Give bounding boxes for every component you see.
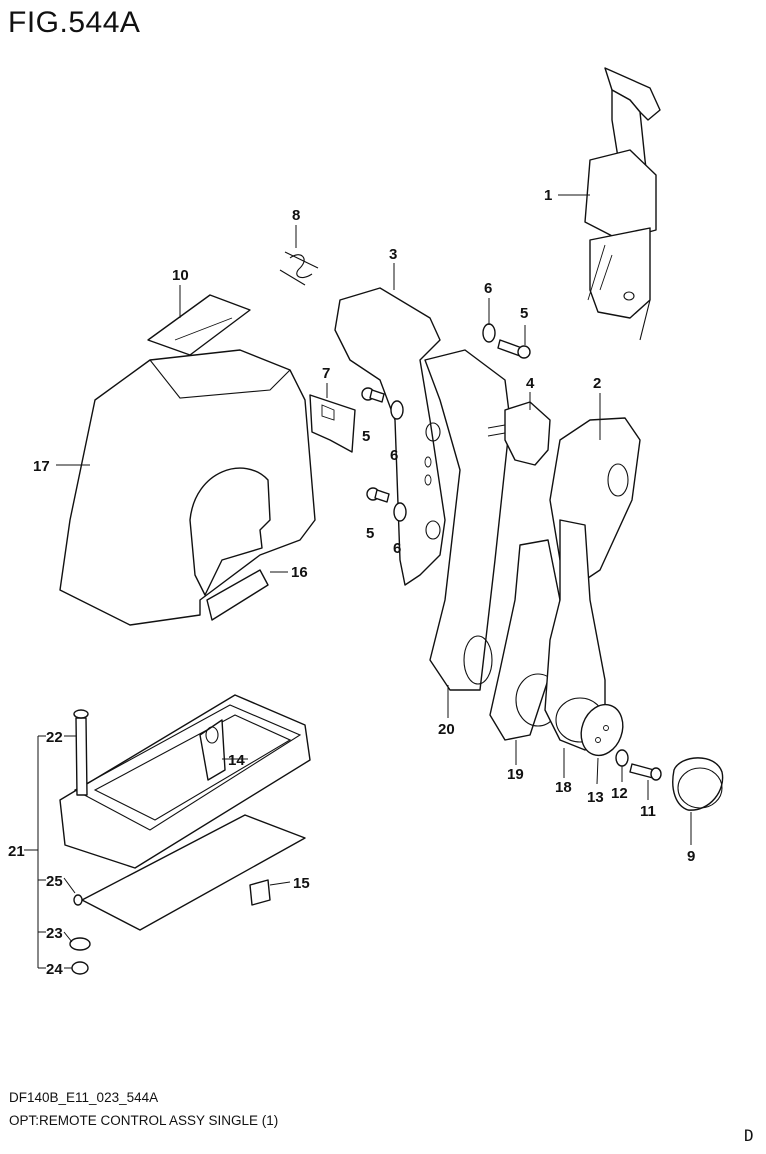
callout-9: 9 <box>687 848 695 865</box>
callout-17: 17 <box>33 458 50 475</box>
callout-14: 14 <box>228 752 245 769</box>
part-1-remote-control-lever <box>584 67 661 341</box>
callout-24: 24 <box>46 961 63 978</box>
part-23-washer <box>69 937 91 951</box>
part-9-cap <box>672 757 724 811</box>
part-5-screw-b <box>366 487 390 503</box>
part-15-clip <box>249 879 271 906</box>
callout-3: 3 <box>389 246 397 263</box>
callout-7: 7 <box>322 365 330 382</box>
callout-12: 12 <box>611 785 628 802</box>
callout-23: 23 <box>46 925 63 942</box>
part-16-clip <box>206 569 269 621</box>
figure-title: FIG.544A <box>8 6 141 39</box>
callout-4: 4 <box>526 375 535 392</box>
callout-25: 25 <box>46 873 63 890</box>
callout-2: 2 <box>593 375 601 392</box>
part-20-lever-arm <box>424 349 511 691</box>
part-25-washer <box>73 894 83 906</box>
part-14-pin <box>199 719 226 781</box>
callout-5-bottom: 5 <box>366 525 374 542</box>
part-6-washer-b <box>393 502 407 522</box>
part-18-lever-arm <box>544 519 606 751</box>
part-21-base-assembly <box>59 694 311 931</box>
part-6-washer-c <box>482 323 496 343</box>
figure-description: OPT:REMOTE CONTROL ASSY SINGLE (1) <box>9 1113 279 1128</box>
part-5-screw-a <box>361 387 385 403</box>
part-10-label-plate <box>147 294 251 356</box>
figure-code: DF140B_E11_023_544A <box>9 1090 159 1105</box>
callout-15: 15 <box>293 875 310 892</box>
part-17-main-cover <box>59 349 316 626</box>
part-5-screw-c <box>497 339 531 359</box>
callout-21: 21 <box>8 843 25 860</box>
callout-22: 22 <box>46 729 63 746</box>
callout-16: 16 <box>291 564 308 581</box>
part-4-knob <box>487 401 551 466</box>
part-6-washer-a <box>390 400 404 420</box>
callout-5-middle: 5 <box>362 428 370 445</box>
part-22-screw <box>73 709 89 796</box>
callout-8: 8 <box>292 207 300 224</box>
part-12-washer <box>615 749 629 767</box>
callout-5-top: 5 <box>520 305 528 322</box>
corner-mark: D <box>744 1126 754 1145</box>
callout-6-middle: 6 <box>390 447 398 464</box>
callout-13: 13 <box>587 789 604 806</box>
callout-19: 19 <box>507 766 524 783</box>
callout-6-top: 6 <box>484 280 492 297</box>
callout-10: 10 <box>172 267 189 284</box>
callout-6-bottom: 6 <box>393 540 401 557</box>
part-8-emblem <box>279 251 319 286</box>
part-11-screw <box>629 763 662 781</box>
part-13-disc <box>580 703 624 757</box>
part-24-nut <box>71 961 89 975</box>
callout-1: 1 <box>544 187 552 204</box>
callout-11: 11 <box>640 803 656 820</box>
callout-18: 18 <box>555 779 572 796</box>
leader-lines <box>24 194 692 969</box>
part-7-clip <box>309 394 356 453</box>
callout-20: 20 <box>438 721 455 738</box>
part-3-side-cover <box>334 287 446 586</box>
